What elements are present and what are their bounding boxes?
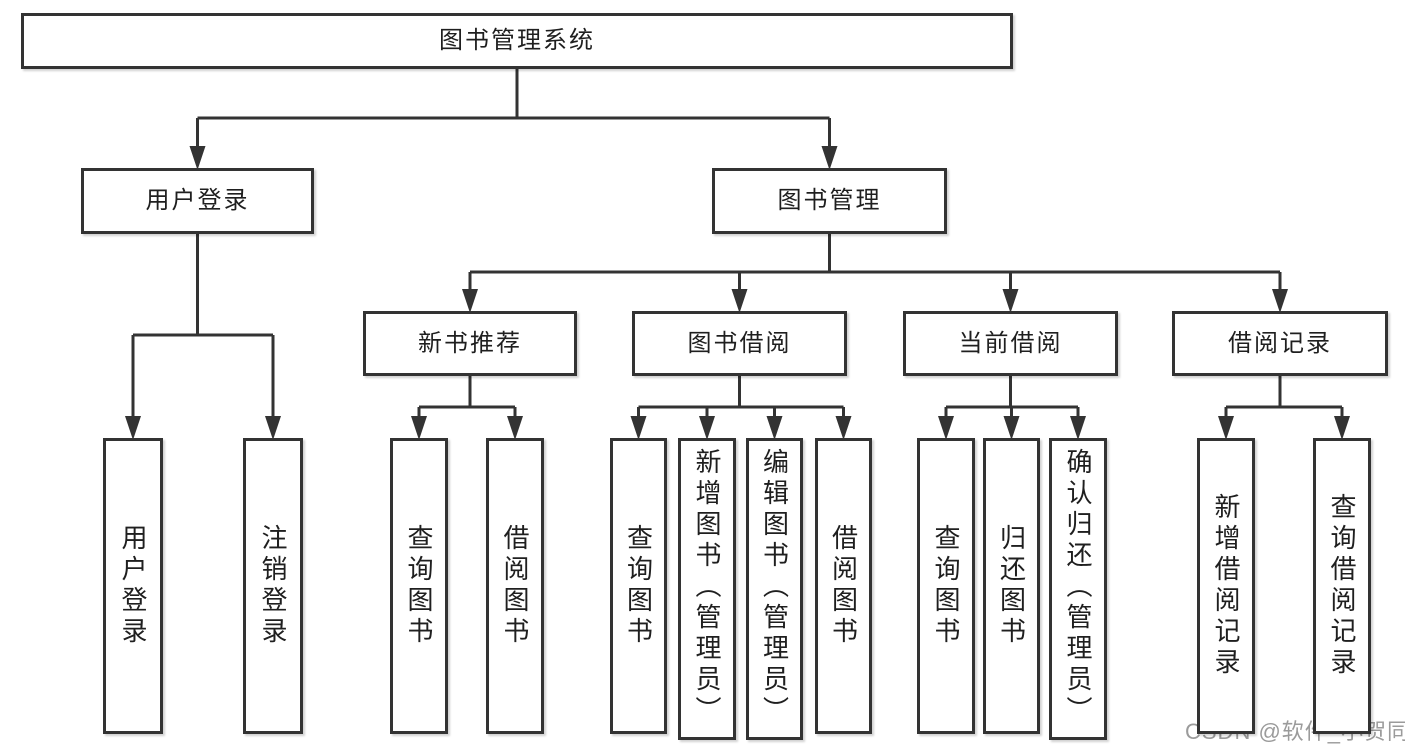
node-label-new-book-rec: 新书推荐 — [418, 329, 522, 357]
arrowhead-icon — [265, 416, 281, 440]
arrowhead-icon — [835, 416, 852, 440]
node-leaf-user-login: 用户登录 — [103, 438, 163, 734]
arrowhead-icon — [630, 416, 647, 440]
node-label-leaf-edit-book: 编辑图书（管理员） — [759, 448, 790, 727]
arrowhead-icon — [1334, 416, 1350, 440]
node-book-borrow: 图书借阅 — [632, 311, 847, 376]
arrowhead-icon — [189, 146, 206, 170]
node-leaf-query-book-3: 查询图书 — [917, 438, 975, 734]
node-label-borrow-records: 借阅记录 — [1228, 329, 1332, 357]
node-label-leaf-borrow-book-2: 借阅图书 — [828, 524, 859, 648]
arrowhead-icon — [507, 416, 523, 440]
node-new-book-rec: 新书推荐 — [363, 311, 577, 376]
node-label-leaf-return-book: 归还图书 — [996, 524, 1027, 648]
arrowhead-icon — [1003, 416, 1020, 440]
node-leaf-query-book-2: 查询图书 — [610, 438, 667, 734]
node-label-leaf-query-book-3: 查询图书 — [931, 524, 961, 648]
node-leaf-borrow-book-1: 借阅图书 — [486, 438, 544, 734]
arrowhead-icon — [821, 146, 838, 170]
arrowhead-icon — [731, 289, 748, 313]
node-label-leaf-query-record: 查询借阅记录 — [1327, 493, 1357, 679]
node-label-current-borrow: 当前借阅 — [958, 329, 1063, 357]
node-label-leaf-query-book-1: 查询图书 — [404, 524, 434, 648]
node-borrow-records: 借阅记录 — [1172, 311, 1388, 376]
arrowhead-icon — [1002, 289, 1019, 313]
node-leaf-query-book-1: 查询图书 — [390, 438, 448, 734]
node-label-leaf-user-login: 用户登录 — [118, 524, 148, 648]
node-label-leaf-borrow-book-1: 借阅图书 — [500, 524, 530, 648]
node-leaf-add-book: 新增图书（管理员） — [678, 438, 736, 740]
node-current-borrow: 当前借阅 — [903, 311, 1118, 376]
node-label-leaf-confirm-ret: 确认归还（管理员） — [1063, 448, 1093, 727]
node-label-user-login: 用户登录 — [145, 187, 250, 214]
arrowhead-icon — [125, 416, 141, 440]
node-leaf-logout: 注销登录 — [243, 438, 303, 734]
arrowhead-icon — [1218, 416, 1234, 440]
arrowhead-icon — [938, 416, 954, 440]
node-leaf-edit-book: 编辑图书（管理员） — [746, 438, 803, 740]
node-leaf-return-book: 归还图书 — [983, 438, 1040, 734]
node-label-book-mgmt: 图书管理 — [777, 187, 882, 214]
node-label-root: 图书管理系统 — [439, 27, 595, 54]
node-label-leaf-add-book: 新增图书（管理员） — [692, 448, 722, 727]
arrowhead-icon — [699, 416, 715, 440]
node-leaf-query-record: 查询借阅记录 — [1313, 438, 1371, 734]
arrowhead-icon — [1272, 289, 1288, 313]
arrowhead-icon — [766, 416, 783, 440]
node-leaf-confirm-ret: 确认归还（管理员） — [1049, 438, 1107, 740]
node-label-book-borrow: 图书借阅 — [687, 329, 792, 357]
node-label-leaf-logout: 注销登录 — [258, 524, 288, 648]
node-label-leaf-query-book-2: 查询图书 — [623, 524, 654, 648]
node-label-leaf-add-record: 新增借阅记录 — [1211, 493, 1241, 679]
node-root: 图书管理系统 — [21, 13, 1013, 69]
arrowhead-icon — [1070, 416, 1086, 440]
node-book-mgmt: 图书管理 — [712, 168, 947, 234]
node-user-login: 用户登录 — [81, 168, 314, 234]
node-leaf-add-record: 新增借阅记录 — [1197, 438, 1255, 734]
arrowhead-icon — [411, 416, 427, 440]
arrowhead-icon — [462, 289, 478, 313]
node-leaf-borrow-book-2: 借阅图书 — [815, 438, 872, 734]
